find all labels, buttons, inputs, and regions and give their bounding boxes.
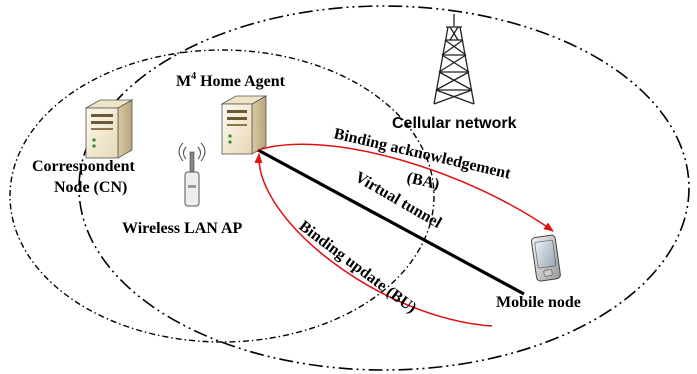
home-agent-label: M4 Home Agent bbox=[176, 71, 286, 90]
wireless-lan-ap-label: Wireless LAN AP bbox=[122, 220, 243, 237]
cellular-network-boundary bbox=[78, 5, 690, 371]
correspondent-node-label-line1: Correspondent bbox=[32, 158, 135, 175]
mobile-node-label: Mobile node bbox=[496, 294, 581, 311]
server-icon bbox=[220, 95, 268, 155]
binding-ack-arrow bbox=[257, 143, 554, 232]
binding-update-label: Binding update (BU) bbox=[296, 218, 420, 317]
wifi-ap-icon bbox=[178, 142, 206, 207]
virtual-tunnel-line bbox=[257, 148, 525, 296]
mobile-phone-icon bbox=[531, 234, 561, 282]
server-icon bbox=[84, 99, 134, 159]
binding-update-arrow bbox=[254, 153, 493, 327]
wlan-boundary bbox=[9, 49, 435, 343]
cell-tower-icon bbox=[433, 14, 475, 105]
cellular-network-label: Cellular network bbox=[392, 115, 517, 132]
correspondent-node-label-line2: Node (CN) bbox=[54, 179, 127, 196]
binding-ack-label-ba: (BA) bbox=[405, 169, 441, 193]
